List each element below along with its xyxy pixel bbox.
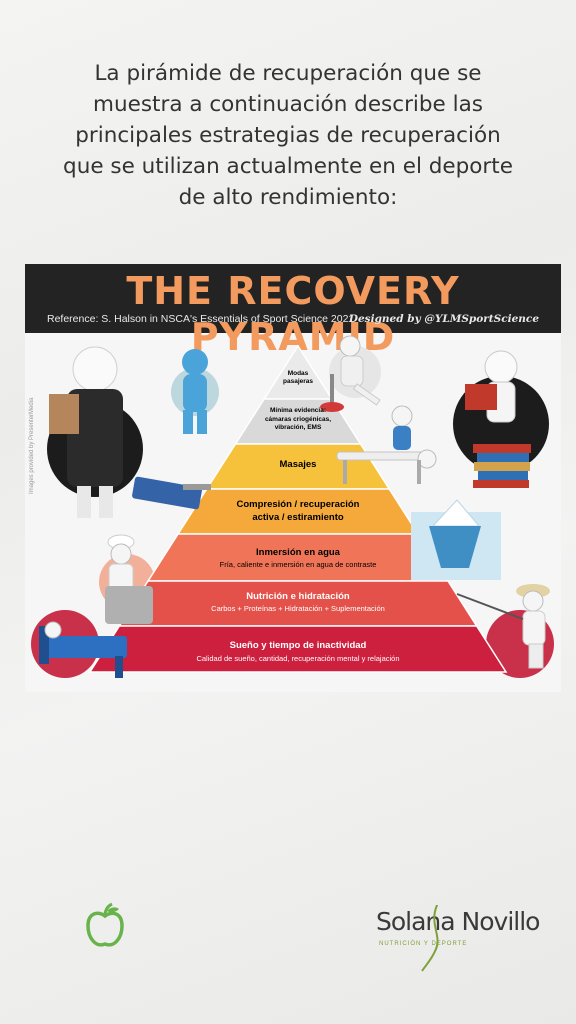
nscs-sign-icon (132, 476, 211, 510)
brand-swoosh-icon (421, 905, 439, 972)
weights-figure-icon (320, 335, 381, 412)
fishing-figure-icon (456, 584, 550, 669)
level-5-title: Inmersión en agua (256, 547, 340, 558)
brand-name: Solana Novillo (376, 907, 540, 936)
level-7-title: Sueño y tiempo de inactividad (229, 640, 367, 651)
pyramid-reference: Reference: S. Halson in NSCA's Essential… (47, 313, 355, 325)
brand-logo: Solana Novillo NUTRICIÓN Y DEPORTE (376, 905, 540, 975)
pyramid-level-1-label: Modas pasajeras (263, 370, 333, 386)
image-credit: Images provided by PresenterMedia (29, 397, 35, 494)
level-2-title: Mínima evidencia: (270, 407, 326, 414)
pyramid-level-6-label: Nutrición e hidratación Carbos + Proteín… (153, 591, 443, 615)
level-1-title: Modas (287, 370, 309, 377)
level-5-subtitle: Fría, caliente e inmersión en agua de co… (219, 560, 377, 569)
level-6-subtitle: Carbos + Proteínas + Hidratación + Suple… (211, 604, 385, 613)
pyramid-designed-by: Designed by @YLMSportScience (348, 313, 539, 325)
level-7-subtitle: Calidad de sueño, cantidad, recuperación… (196, 654, 400, 663)
pyramid-level-4-label: Compresión / recuperación activa / estir… (198, 498, 398, 524)
pyramid-graphic (31, 335, 554, 678)
reading-books-icon (465, 350, 531, 488)
level-4-title: Compresión / recuperación (236, 499, 360, 510)
brand-subtitle: NUTRICIÓN Y DEPORTE (379, 941, 468, 947)
intro-line: que se utilizan actualmente en el deport… (63, 154, 513, 179)
level-2-title-2: cámaras criogénicas, (264, 415, 332, 423)
chef-figure-icon (105, 534, 153, 624)
apple-logo-icon (86, 902, 124, 947)
level-1-title-2: pasajeras (283, 378, 313, 385)
thinking-figure-icon (182, 349, 208, 434)
sleeping-bed-icon (39, 621, 127, 678)
pyramid-level-3-label: Masajes (223, 459, 373, 471)
iceberg-icon (411, 499, 501, 580)
level-2-subtitle: vibración, EMS (274, 424, 322, 431)
pyramid-header: THE RECOVERY PYRAMID Reference: S. Halso… (25, 264, 561, 359)
pyramid-level-7-label: Sueño y tiempo de inactividad Calidad de… (133, 639, 463, 665)
pyramid-level-2-label: Mínima evidencia: cámaras criogénicas, v… (243, 407, 353, 433)
massage-figure-icon (336, 405, 437, 484)
level-3-title: Masajes (279, 459, 317, 470)
level-6-title: Nutrición e hidratación (246, 591, 350, 602)
intro-line: muestra a continuación describe las (93, 92, 483, 117)
intro-line: principales estrategias de recuperación (75, 123, 501, 148)
level-4-title-2: activa / estiramiento (252, 512, 344, 523)
intro-text: La pirámide de recuperación que se muest… (40, 58, 536, 213)
pyramid-level-5-label: Inmersión en agua Fría, caliente e inmer… (173, 547, 423, 571)
recovery-pyramid-infographic: THE RECOVERY PYRAMID Reference: S. Halso… (25, 264, 561, 692)
intro-line: de alto rendimiento: (178, 185, 398, 210)
evidence-figure-icon (49, 346, 123, 518)
intro-line: La pirámide de recuperación que se (94, 61, 482, 86)
